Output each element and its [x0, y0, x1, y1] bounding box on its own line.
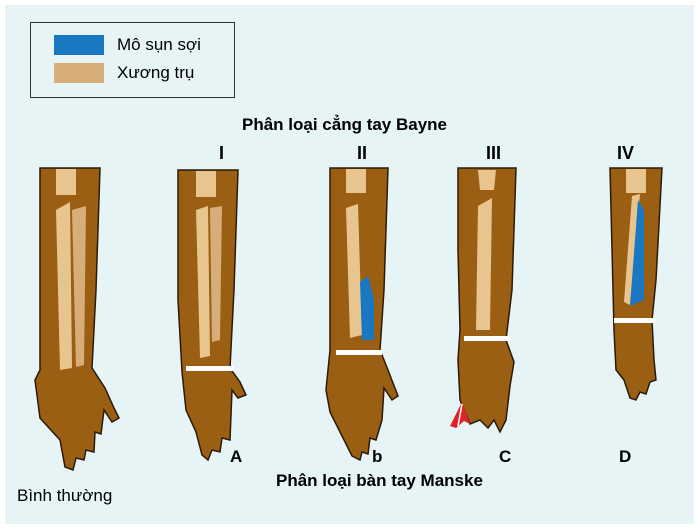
arm-type-IV: [610, 168, 662, 400]
arm-type-I-ulna: [210, 206, 222, 342]
arm-type-III-radius: [476, 198, 492, 330]
legend-label-fibrocartilage: Mô sụn sợi: [117, 36, 201, 53]
bayne-type-IV: IV: [617, 144, 634, 162]
manske-title: Phân loại bàn tay Manske: [276, 472, 483, 489]
bayne-type-I: I: [219, 144, 224, 162]
arm-type-I-band: [186, 366, 234, 371]
arm-type-IV-band: [614, 318, 656, 323]
arm-normal-distal-bone: [56, 169, 76, 195]
legend-swatch-ulna: [54, 63, 104, 83]
arm-type-III-distal-bone: [478, 170, 496, 190]
bayne-type-III: III: [486, 144, 501, 162]
manske-type-D: D: [619, 448, 631, 465]
arm-type-II-distal-bone: [346, 169, 366, 193]
legend-label-ulna: Xương trụ: [117, 64, 194, 81]
legend-swatch-fibrocartilage: [54, 35, 104, 55]
bayne-type-II: II: [357, 144, 367, 162]
arm-type-III-band: [464, 336, 510, 341]
arm-type-III: [458, 168, 516, 432]
normal-label: Bình thường: [17, 487, 112, 504]
legend: Mô sụn sợi Xương trụ: [30, 22, 235, 98]
arm-type-II-band: [336, 350, 382, 355]
manske-type-C: C: [499, 448, 511, 465]
arm-type-IV-distal-bone: [626, 169, 646, 193]
arm-type-I-distal-bone: [196, 171, 216, 197]
bayne-title: Phân loại cẳng tay Bayne: [242, 116, 447, 133]
manske-type-b: b: [372, 448, 382, 465]
manske-type-A: A: [230, 448, 242, 465]
